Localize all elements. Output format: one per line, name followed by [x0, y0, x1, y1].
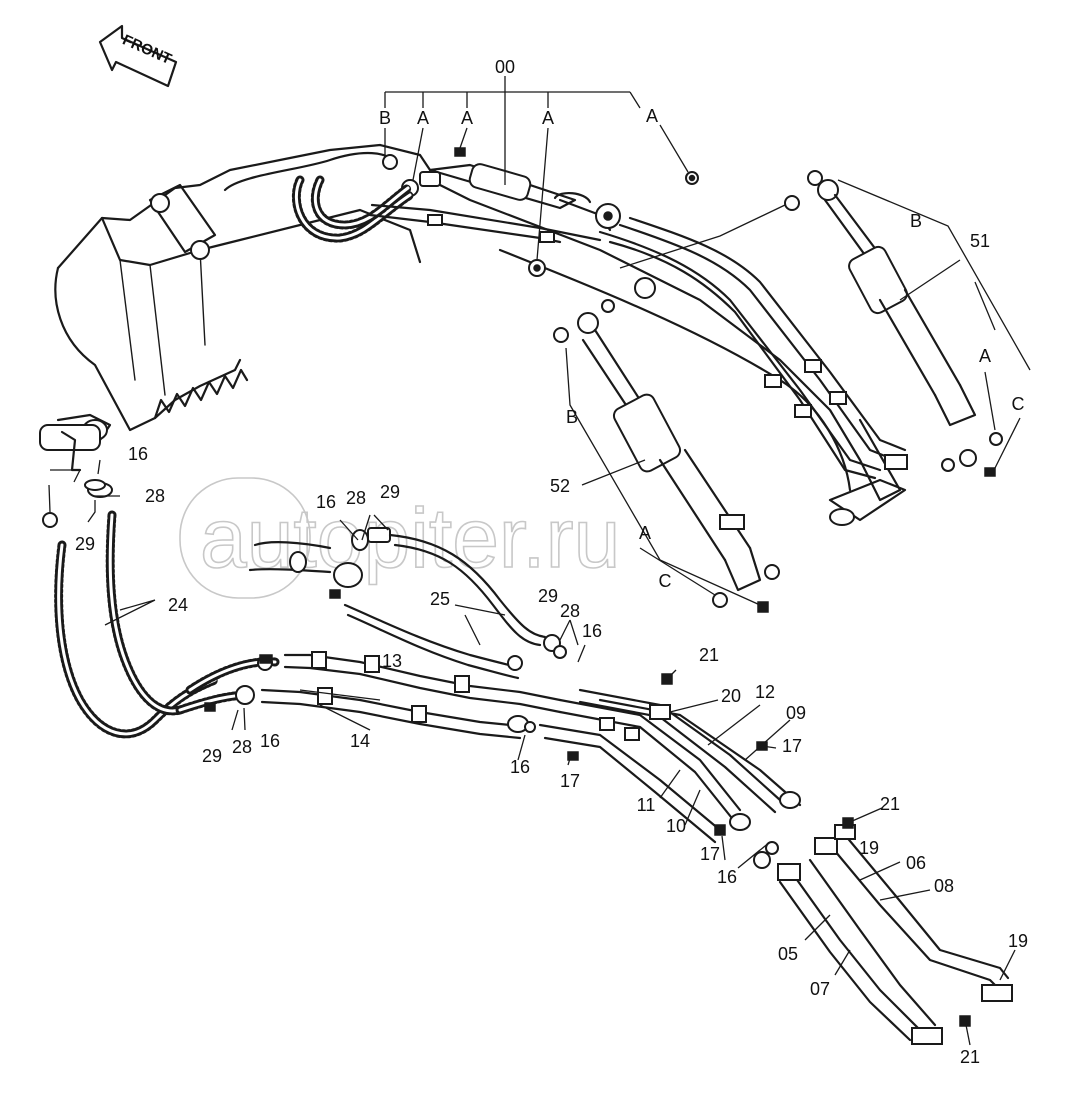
callout-16-f: 16 — [717, 867, 737, 887]
callout-16-d: 16 — [260, 731, 280, 751]
callout-17-b: 17 — [782, 736, 802, 756]
callout-b-2: B — [910, 211, 922, 231]
callout-16-e: 16 — [510, 757, 530, 777]
callout-b-1: B — [379, 108, 391, 128]
callout-13: 13 — [382, 651, 402, 671]
hose-25 — [343, 533, 567, 680]
callout-a-4: A — [646, 106, 658, 126]
callout-28-d: 28 — [232, 737, 252, 757]
callout-a-6: A — [639, 523, 651, 543]
callout-17-c: 17 — [700, 844, 720, 864]
callout-29-c: 29 — [538, 586, 558, 606]
bucket-and-arm — [54, 143, 907, 526]
callout-16-b: 16 — [316, 492, 336, 512]
callout-00: 00 — [495, 57, 515, 77]
front-label: FRONT — [120, 32, 174, 69]
callout-a-5: A — [979, 346, 991, 366]
callout-28-a: 28 — [145, 486, 165, 506]
callout-19-b: 19 — [1008, 931, 1028, 951]
callout-06: 06 — [906, 853, 926, 873]
callout-16-c: 16 — [582, 621, 602, 641]
callout-21-a: 21 — [699, 645, 719, 665]
callout-14: 14 — [350, 731, 370, 751]
pipes-13-14 — [260, 651, 562, 740]
callout-21-b: 21 — [880, 794, 900, 814]
callout-a-1: A — [417, 108, 429, 128]
front-arrow-icon: FRONT — [98, 24, 178, 88]
callout-19-a: 19 — [859, 838, 879, 858]
callout-29-d: 29 — [202, 746, 222, 766]
callout-52: 52 — [550, 476, 570, 496]
cylinder-52 — [553, 312, 780, 613]
pipes-09-12 — [538, 673, 802, 869]
callout-b-3: B — [566, 407, 578, 427]
callout-07: 07 — [810, 979, 830, 999]
callout-c-1: C — [1012, 394, 1025, 414]
callout-labels: 00 B A A A A B 51 A C B 52 A C 16 28 29 … — [75, 57, 1028, 1067]
callout-12: 12 — [755, 682, 775, 702]
callout-05: 05 — [778, 944, 798, 964]
callout-28-b: 28 — [346, 488, 366, 508]
callout-a-2: A — [461, 108, 473, 128]
watermark: autopiter.ru — [179, 477, 621, 599]
center-bracket — [248, 527, 391, 599]
bucket-cylinder-hoses — [291, 175, 602, 244]
callout-c-2: C — [659, 571, 672, 591]
callout-25: 25 — [430, 589, 450, 609]
callout-21-c: 21 — [960, 1047, 980, 1067]
callout-28-c: 28 — [560, 601, 580, 621]
leader-lines — [48, 76, 1031, 1046]
cylinder-51 — [784, 170, 1003, 477]
callout-17-a: 17 — [560, 771, 580, 791]
callout-16-a: 16 — [128, 444, 148, 464]
callout-20: 20 — [721, 686, 741, 706]
callout-24: 24 — [168, 595, 188, 615]
callout-29-a: 29 — [75, 534, 95, 554]
callout-51: 51 — [970, 231, 990, 251]
callout-11: 11 — [637, 795, 656, 815]
pipes-05-08 — [777, 817, 1013, 1045]
callout-10: 10 — [666, 816, 686, 836]
arm-pipes — [598, 216, 908, 480]
callout-29-b: 29 — [380, 482, 400, 502]
callout-09: 09 — [786, 703, 806, 723]
callout-08: 08 — [934, 876, 954, 896]
callout-a-3: A — [542, 108, 554, 128]
hose-assembly-24 — [39, 424, 280, 739]
